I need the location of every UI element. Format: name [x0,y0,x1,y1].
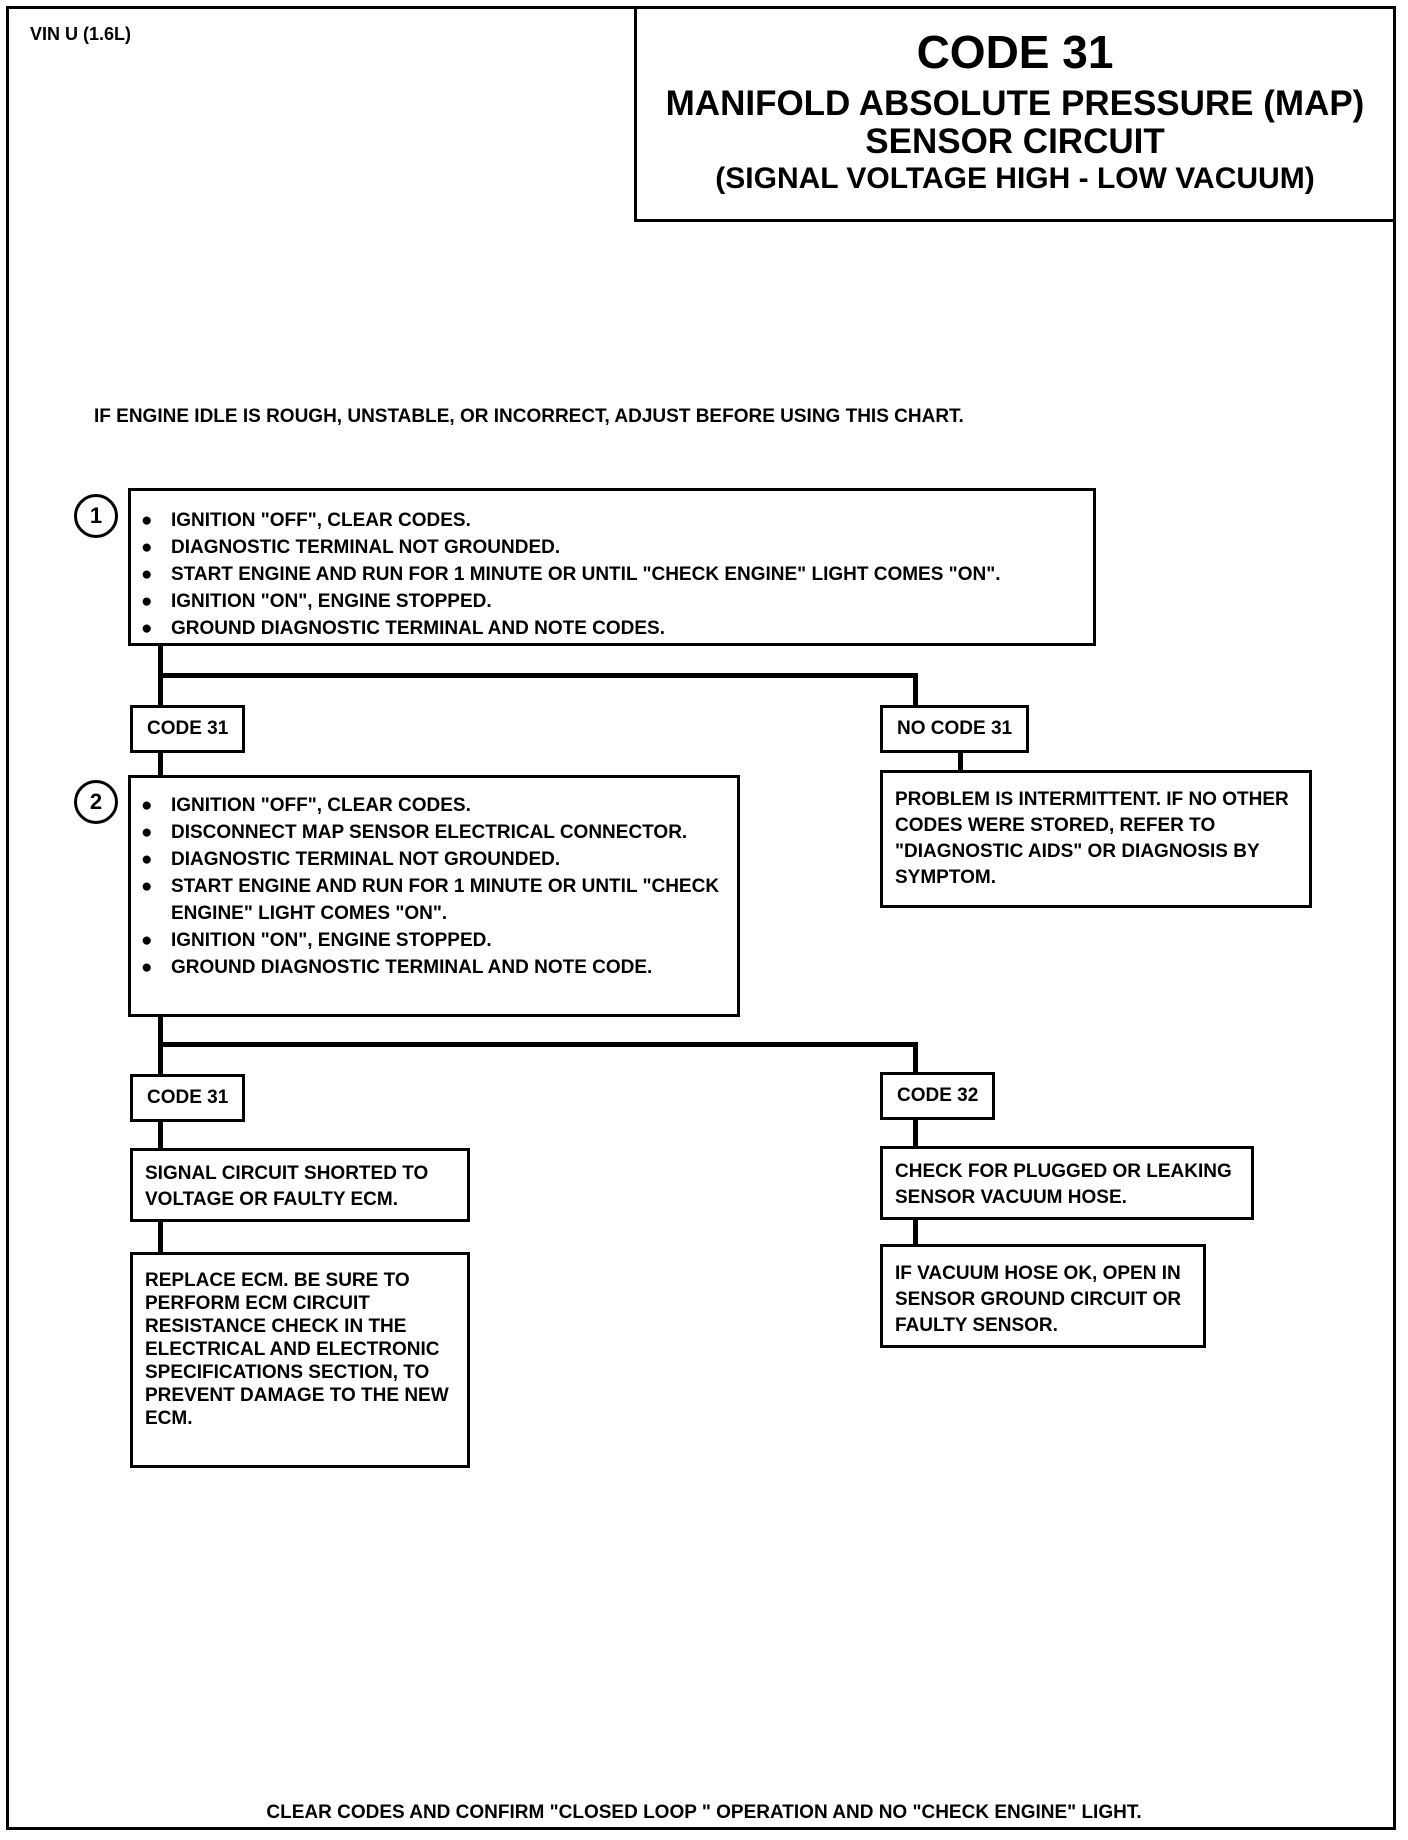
title-line-2: SENSOR CIRCUIT [865,122,1165,161]
step-2-box: ●IGNITION "OFF", CLEAR CODES. ●DISCONNEC… [128,775,740,1017]
branch-2-code-32-label: CODE 32 [880,1072,996,1120]
step-1-number: 1 [74,494,118,538]
title-line-1: MANIFOLD ABSOLUTE PRESSURE (MAP) [665,84,1365,123]
connector-line [913,673,918,707]
step-1-item: ●GROUND DIAGNOSTIC TERMINAL AND NOTE COD… [141,618,666,639]
check-vacuum-hose-box: CHECK FOR PLUGGED OR LEAKING SENSOR VACU… [880,1146,1254,1220]
replace-ecm-box: REPLACE ECM. BE SURE TO PERFORM ECM CIRC… [130,1252,470,1468]
step-2-item: ●IGNITION "ON", ENGINE STOPPED. [141,930,492,951]
branch-2-code-31-label: CODE 31 [130,1074,246,1122]
connector-line [913,1114,918,1148]
open-sensor-ground-box: IF VACUUM HOSE OK, OPEN IN SENSOR GROUND… [880,1244,1206,1348]
step-2-item: ●START ENGINE AND RUN FOR 1 MINUTE OR UN… [141,876,720,924]
connector-line [158,745,163,777]
title-code: CODE 31 [916,26,1114,78]
pre-check-note: IF ENGINE IDLE IS ROUGH, UNSTABLE, OR IN… [94,406,964,427]
title-line-3: (SIGNAL VOLTAGE HIGH - LOW VACUUM) [715,162,1315,195]
step-2-item: ●IGNITION "OFF", CLEAR CODES. [141,795,471,816]
connector-line [913,1218,918,1246]
step-2-number: 2 [74,780,118,824]
step-1-item: ●IGNITION "ON", ENGINE STOPPED. [141,591,492,612]
connector-line [158,1042,918,1047]
footer-instruction: CLEAR CODES AND CONFIRM "CLOSED LOOP " O… [266,1802,1142,1823]
step-1-item: ●DIAGNOSTIC TERMINAL NOT GROUNDED. [141,537,561,558]
step-2-item: ●DIAGNOSTIC TERMINAL NOT GROUNDED. [141,849,561,870]
step-1-item: ●START ENGINE AND RUN FOR 1 MINUTE OR UN… [141,564,1001,585]
connector-line [158,673,918,678]
connector-line [958,745,963,773]
connector-line [158,1114,163,1150]
intermittent-problem-box: PROBLEM IS INTERMITTENT. IF NO OTHER COD… [880,770,1312,908]
branch-1-no-code-31-label: NO CODE 31 [880,705,1030,753]
signal-circuit-shorted-box: SIGNAL CIRCUIT SHORTED TO VOLTAGE OR FAU… [130,1148,470,1222]
step-2-item: ●DISCONNECT MAP SENSOR ELECTRICAL CONNEC… [141,822,688,843]
connector-line [158,1220,163,1254]
step-2-item: ●GROUND DIAGNOSTIC TERMINAL AND NOTE COD… [141,957,653,978]
step-1-box: ●IGNITION "OFF", CLEAR CODES. ●DIAGNOSTI… [128,488,1096,646]
step-1-item: ●IGNITION "OFF", CLEAR CODES. [141,510,471,531]
branch-1-code-31-label: CODE 31 [130,705,246,753]
vin-label: VIN U (1.6L) [30,24,132,44]
connector-line [913,1042,918,1076]
title-box: CODE 31 MANIFOLD ABSOLUTE PRESSURE (MAP)… [634,6,1396,222]
